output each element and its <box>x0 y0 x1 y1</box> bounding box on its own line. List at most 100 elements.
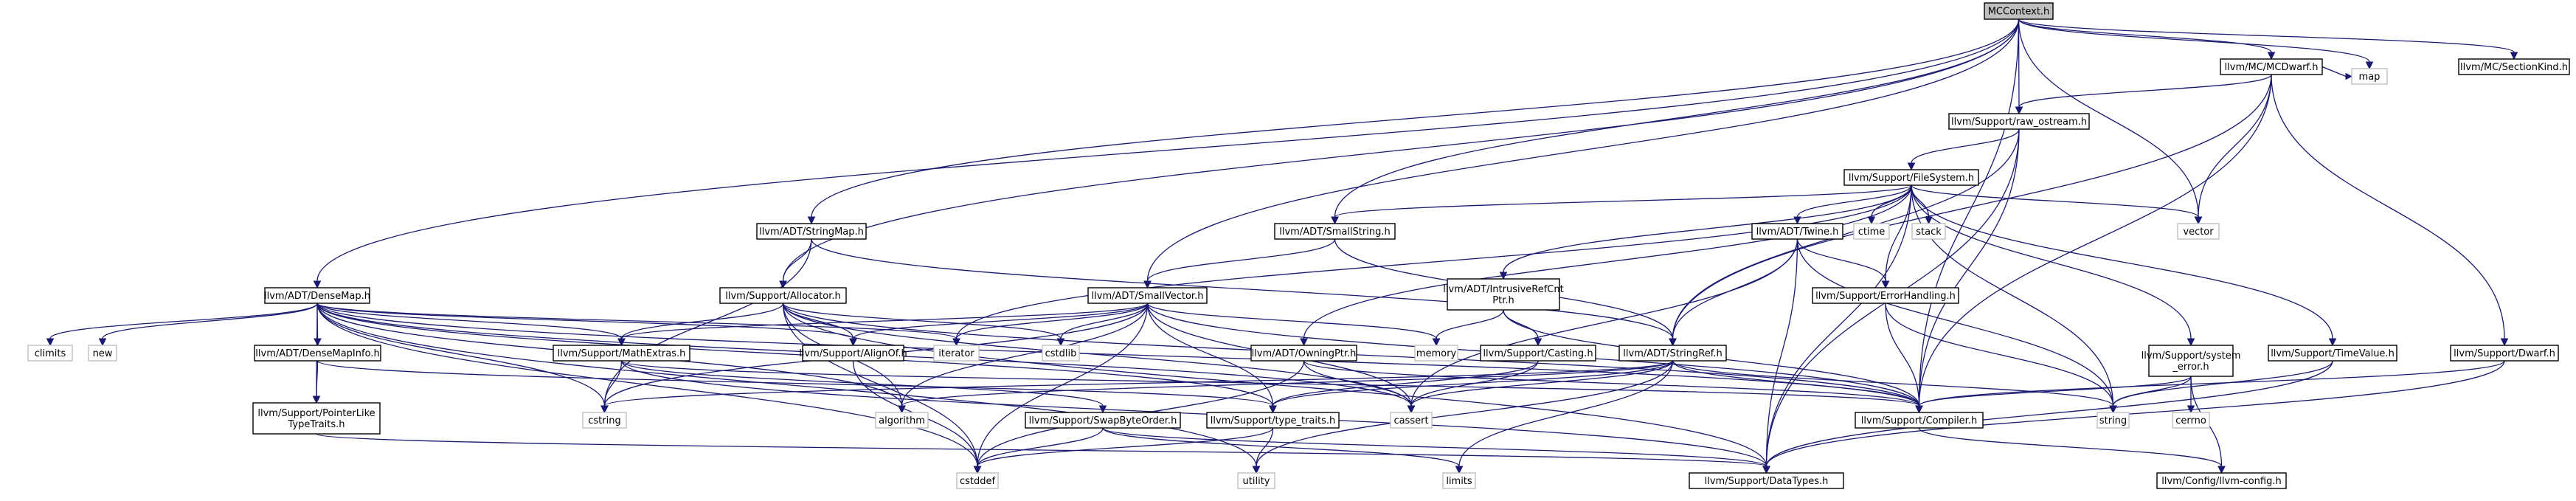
node-label: iterator <box>938 348 974 359</box>
edge-raw_ostream-to-filesystem <box>1907 128 2020 171</box>
node-label: ctime <box>1858 227 1886 238</box>
node-label: memory <box>1416 348 1457 359</box>
node-type_traits[interactable]: llvm/Support/type_traits.h <box>1206 412 1340 429</box>
node-raw_ostream[interactable]: llvm/Support/raw_ostream.h <box>1948 113 2090 130</box>
node-label: llvm/Support/ErrorHandling.h <box>1815 291 1956 302</box>
node-label: Ptr.h <box>1492 295 1514 306</box>
edge-swapbyteorder-to-datatypes <box>1102 427 1770 474</box>
edge-smallvector-to-mathextras <box>617 303 1149 347</box>
node-dwarf[interactable]: llvm/Support/Dwarf.h <box>2450 345 2559 362</box>
edge-smallvector-to-iterator <box>952 303 1149 347</box>
node-mccontext[interactable]: MCContext.h <box>1984 2 2054 20</box>
node-label: limits <box>1446 476 1472 487</box>
node-casting[interactable]: llvm/Support/Casting.h <box>1480 345 1596 362</box>
edge-stringref-to-cassert <box>1407 360 1674 414</box>
node-swapbyteorder[interactable]: llvm/Support/SwapByteOrder.h <box>1025 412 1181 429</box>
edge-mcdwarf-to-raw_ostream <box>2015 74 2272 115</box>
edge-mccontext-to-sectionkind <box>2018 18 2518 61</box>
node-label: cstddef <box>960 476 996 487</box>
node-ctime: ctime <box>1853 223 1890 240</box>
node-errorhandling[interactable]: llvm/Support/ErrorHandling.h <box>1812 287 1959 304</box>
node-stringmap[interactable]: llvm/ADT/StringMap.h <box>756 223 867 240</box>
node-label: llvm/Support/SwapByteOrder.h <box>1029 415 1177 426</box>
node-label: llvm/Support/Allocator.h <box>725 291 841 302</box>
edge-densemap-to-new <box>98 303 318 347</box>
node-stack: stack <box>1911 223 1946 240</box>
node-label: llvm/MC/MCDwarf.h <box>2225 62 2319 73</box>
node-mathextras[interactable]: llvm/Support/MathExtras.h <box>553 345 690 362</box>
node-label: utility <box>1243 476 1270 487</box>
edge-mccontext-to-smallstring <box>1331 18 2020 225</box>
node-cerrno: cerrno <box>2172 412 2210 429</box>
node-datatypes[interactable]: llvm/Support/DataTypes.h <box>1689 472 1844 489</box>
node-label: llvm/ADT/SmallVector.h <box>1092 291 1204 302</box>
node-timevalue[interactable]: llvm/Support/TimeValue.h <box>2268 345 2397 362</box>
node-filesystem[interactable]: llvm/Support/FileSystem.h <box>1843 169 1979 186</box>
node-label: llvm/Support/system <box>2142 350 2241 362</box>
node-label: _error.h <box>2172 362 2209 373</box>
node-system_error[interactable]: llvm/Support/system_error.h <box>2142 345 2241 377</box>
node-label: cstring <box>588 415 620 426</box>
node-cassert: cassert <box>1390 412 1433 429</box>
node-stringref[interactable]: llvm/ADT/StringRef.h <box>1618 345 1727 362</box>
edge-mccontext-to-mcdwarf <box>2018 18 2276 61</box>
node-label: cassert <box>1393 415 1428 426</box>
edge-swapbyteorder-to-limits <box>1102 427 1464 474</box>
edge-mccontext-to-smallvector <box>1143 18 2020 289</box>
edge-smallstring-to-smallvector <box>1143 238 1336 289</box>
edge-stringmap-to-allocator <box>779 238 812 289</box>
edge-filesystem-to-owningptr <box>1300 184 1912 347</box>
node-mcdwarf[interactable]: llvm/MC/MCDwarf.h <box>2220 58 2323 75</box>
node-smallvector[interactable]: llvm/ADT/SmallVector.h <box>1087 287 1208 304</box>
node-label: llvm/ADT/OwningPtr.h <box>1252 348 1357 359</box>
node-llvmconfig[interactable]: llvm/Config/llvm-config.h <box>2156 472 2287 489</box>
node-densemap[interactable]: llvm/ADT/DenseMap.h <box>264 287 370 304</box>
edge-owningptr-to-cassert <box>1303 360 1416 414</box>
edge-densemapinfo-to-pointerlike <box>312 360 321 404</box>
edge-intrusive-to-memory <box>1432 309 1504 347</box>
edge-densemap-to-climits <box>46 303 318 347</box>
node-label: llvm/Support/Compiler.h <box>1861 415 1977 426</box>
node-label: string <box>2099 415 2127 426</box>
node-label: llvm/ADT/Twine.h <box>1756 227 1839 238</box>
edge-raw_ostream-to-stringref <box>1669 128 2020 347</box>
nodes-layer: MCContext.h llvm/MC/MCDwarf.h llvm/MC/Sect… <box>27 2 2570 489</box>
node-cstddef: cstddef <box>956 472 999 489</box>
node-compiler[interactable]: llvm/Support/Compiler.h <box>1855 412 1984 429</box>
node-sectionkind[interactable]: llvm/MC/SectionKind.h <box>2458 58 2570 75</box>
edge-filesystem-to-vector <box>1911 184 2203 225</box>
node-smallstring[interactable]: llvm/ADT/SmallString.h <box>1274 223 1396 240</box>
node-densemapinfo[interactable]: llvm/ADT/DenseMapInfo.h <box>254 345 381 362</box>
node-owningptr[interactable]: llvm/ADT/OwningPtr.h <box>1250 345 1357 362</box>
edge-filesystem-to-iterator <box>952 184 1912 347</box>
node-cstdlib: cstdlib <box>1042 345 1080 362</box>
node-label: llvm/ADT/StringRef.h <box>1623 348 1722 359</box>
node-allocator[interactable]: llvm/Support/Allocator.h <box>719 287 847 304</box>
edge-filesystem-to-intrusive <box>1499 184 1912 280</box>
node-label: llvm/Support/Casting.h <box>1483 348 1593 359</box>
edge-filesystem-to-twine <box>1793 184 1912 225</box>
edge-filesystem-to-timevalue <box>1911 184 2337 347</box>
edge-type_traits-to-utility <box>1252 427 1274 474</box>
node-label: llvm/Support/type_traits.h <box>1211 415 1336 426</box>
edge-filesystem-to-smallstring <box>1331 184 1912 225</box>
node-label: TypeTraits.h <box>287 419 344 430</box>
node-label: llvm/Config/llvm-config.h <box>2161 476 2281 487</box>
edge-filesystem-to-system_error <box>1911 184 2195 347</box>
node-label: llvm/Support/raw_ostream.h <box>1951 117 2087 128</box>
node-label: llvm/MC/SectionKind.h <box>2460 62 2568 73</box>
node-label: llvm/Support/MathExtras.h <box>558 348 686 359</box>
edge-mccontext-to-allocator <box>779 18 2020 289</box>
node-label: llvm/ADT/StringMap.h <box>759 227 864 238</box>
node-label: algorithm <box>879 415 925 426</box>
node-label: llvm/Support/FileSystem.h <box>1849 173 1974 184</box>
node-alignof[interactable]: llvm/Support/AlignOf.h <box>799 345 907 362</box>
node-label: vector <box>2183 227 2214 238</box>
node-cstring: cstring <box>582 412 627 429</box>
node-twine[interactable]: llvm/ADT/Twine.h <box>1751 223 1843 240</box>
node-utility: utility <box>1237 472 1275 489</box>
edge-mathextras-to-datatypes <box>620 360 1770 474</box>
edge-smallvector-to-memory <box>1146 303 1441 347</box>
